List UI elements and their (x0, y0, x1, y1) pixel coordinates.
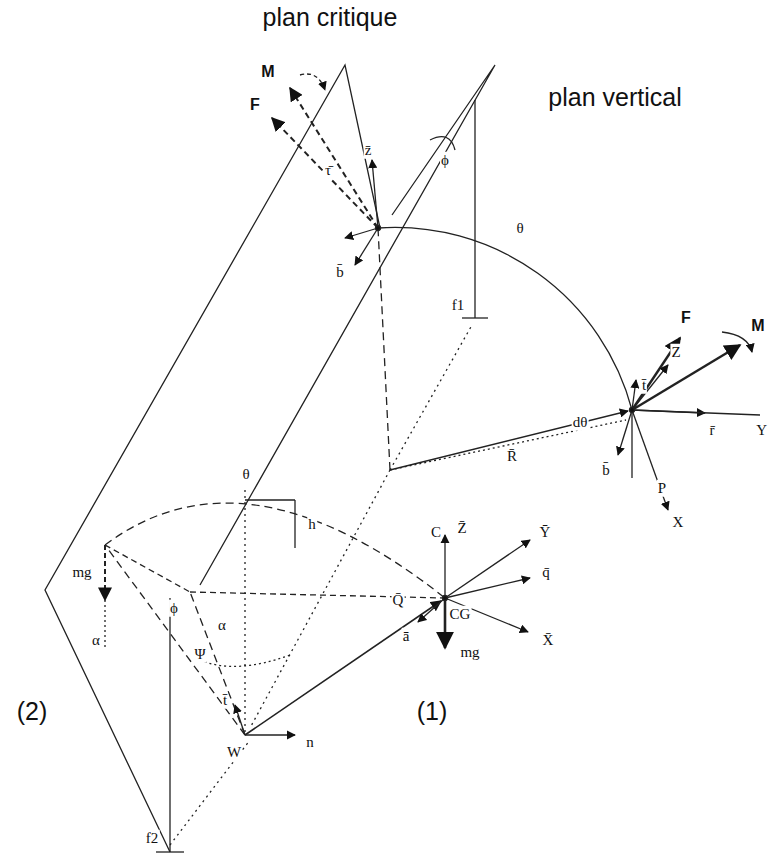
symbol-label: b̄ (601, 462, 611, 479)
symbol-label: mg (71, 564, 92, 581)
symbol-label: α (217, 617, 227, 634)
symbol-label: θ (241, 466, 250, 483)
symbol-label: τ̄ (324, 162, 332, 179)
symbol-label: ϕ (440, 152, 450, 169)
symbol-label: F (249, 96, 261, 114)
symbol-label: M (260, 63, 275, 81)
symbol-label: dθ (572, 414, 589, 431)
plane-label: plan vertical (547, 84, 682, 112)
symbol-label: ā (402, 628, 411, 645)
symbol-label: h (307, 516, 317, 533)
symbol-label: n (305, 734, 315, 751)
symbol-label: CG (449, 606, 472, 623)
symbol-label: X̄ (542, 632, 555, 649)
symbol-label: α (91, 632, 101, 649)
symbol-label: C (430, 524, 442, 541)
symbol-label: z̄ (364, 142, 373, 159)
symbol-label: q̄ (541, 564, 551, 581)
symbol-label: P (657, 480, 667, 497)
symbol-label: t̄ (222, 692, 228, 709)
symbol-label: f2 (145, 830, 160, 847)
symbol-label: Z (670, 344, 681, 361)
symbol-label: R̄ (506, 448, 518, 465)
symbol-label: f1 (451, 297, 466, 314)
symbol-label: b̄ (335, 264, 345, 281)
symbol-label: mg (459, 644, 480, 661)
symbol-label: Ȳ (539, 524, 552, 541)
symbol-label: M (750, 317, 765, 335)
symbol-label: F (680, 309, 692, 327)
symbol-label: Ψ (193, 646, 206, 663)
symbol-label: θ (515, 220, 524, 237)
symbol-label: Q̄ (392, 592, 405, 609)
symbol-label: ϕ (169, 600, 179, 617)
symbol-label: Y (755, 422, 768, 439)
plane-label: (2) (16, 698, 49, 726)
symbol-label: X (672, 514, 685, 531)
symbol-label: Z̄ (456, 520, 467, 537)
symbol-label: r̄ (709, 422, 716, 439)
plane-label: (1) (416, 698, 449, 726)
plane-label: plan critique (262, 4, 399, 32)
symbol-label: W (226, 744, 242, 761)
symbol-label: t̄ (641, 377, 647, 394)
